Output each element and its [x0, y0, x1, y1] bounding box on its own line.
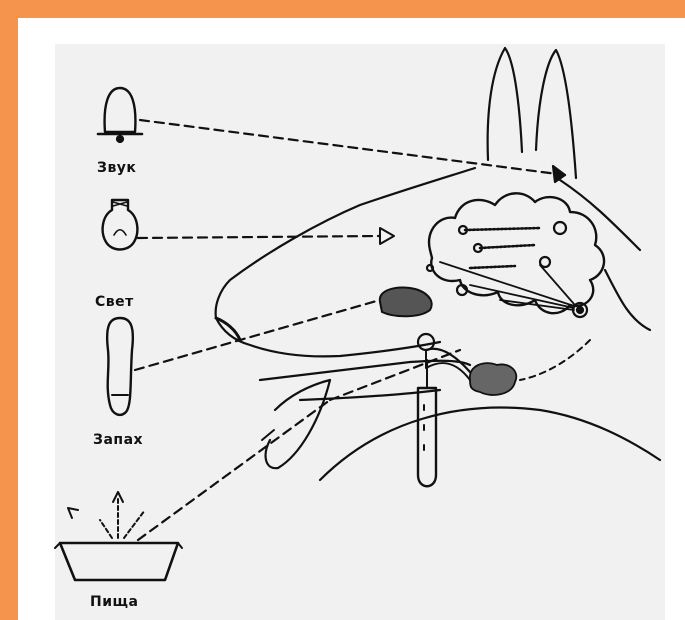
smell-source-icon [107, 318, 133, 415]
dog-ear-left [488, 48, 522, 160]
test-tube [418, 388, 436, 486]
smell-path [135, 300, 380, 370]
light-bulb-icon [103, 200, 138, 250]
bell-icon [98, 88, 142, 142]
light-path [138, 236, 380, 238]
jaw-path [330, 350, 460, 400]
label-light: Свет [95, 294, 134, 310]
label-sound: Звук [97, 160, 136, 176]
salivary-gland [470, 363, 516, 395]
label-smell: Запах [93, 432, 143, 448]
olfactory-organ [380, 288, 432, 317]
dog-ear-right [536, 50, 576, 178]
dog-nose [216, 318, 240, 340]
dog-throat [320, 408, 660, 480]
label-food: Пища [90, 594, 138, 610]
dog-head-outline [216, 168, 475, 318]
food-bowl-icon [55, 543, 182, 580]
sound-path [140, 120, 565, 175]
food-path [138, 400, 330, 540]
